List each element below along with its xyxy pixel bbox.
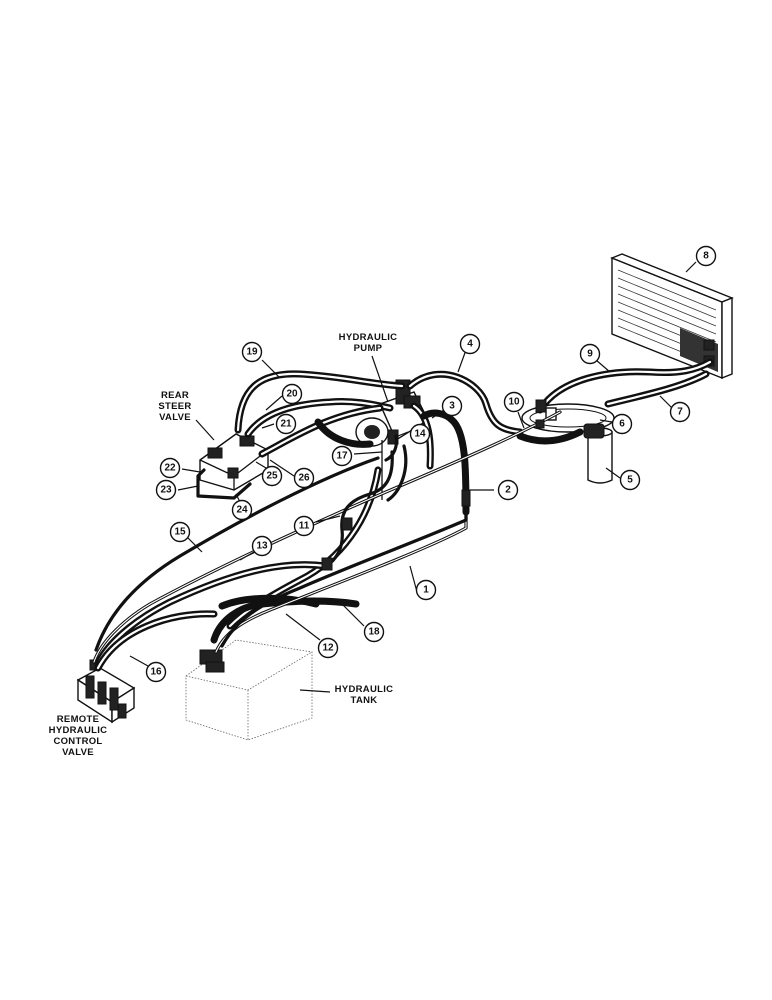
- svg-text:12: 12: [322, 643, 334, 654]
- callout-7: 7: [669, 401, 691, 423]
- svg-text:19: 19: [246, 347, 258, 358]
- svg-text:4: 4: [467, 339, 473, 350]
- svg-text:26: 26: [298, 473, 310, 484]
- callout-8: 8: [695, 245, 717, 267]
- callout-21: 21: [275, 413, 297, 435]
- callout-11: 11: [293, 515, 315, 537]
- tubes: [92, 410, 562, 664]
- label-rear-steer-valve: REAR STEER VALVE: [158, 390, 191, 423]
- svg-text:14: 14: [414, 429, 426, 440]
- svg-text:STEER: STEER: [158, 401, 191, 412]
- svg-text:16: 16: [150, 667, 162, 678]
- callout-14: 14: [409, 423, 431, 445]
- svg-text:8: 8: [703, 251, 709, 262]
- svg-text:3: 3: [449, 401, 455, 412]
- hydraulic-tank: [185, 639, 313, 741]
- svg-text:24: 24: [236, 505, 248, 516]
- oil-cooler: [610, 253, 734, 380]
- svg-text:VALVE: VALVE: [159, 412, 191, 423]
- callout-17: 17: [331, 445, 353, 467]
- svg-text:1: 1: [423, 585, 429, 596]
- callout-20: 20: [281, 383, 303, 405]
- label-remote-control-valve: REMOTE HYDRAULIC CONTROL VALVE: [49, 714, 108, 758]
- callout-12: 12: [317, 637, 339, 659]
- svg-text:22: 22: [164, 463, 176, 474]
- callout-3: 3: [441, 395, 463, 417]
- callout-23: 23: [155, 479, 177, 501]
- fittings: [321, 399, 547, 571]
- svg-text:HYDRAULIC: HYDRAULIC: [49, 725, 108, 736]
- callout-1: 1: [415, 579, 437, 601]
- svg-text:21: 21: [280, 419, 292, 430]
- remote-control-valve: [76, 659, 136, 724]
- callout-24: 24: [231, 499, 253, 521]
- svg-text:HYDRAULIC: HYDRAULIC: [335, 684, 394, 695]
- callout-25: 25: [261, 465, 283, 487]
- oil-filter: [521, 403, 615, 484]
- svg-text:9: 9: [587, 349, 593, 360]
- callout-13: 13: [251, 535, 273, 557]
- svg-text:TANK: TANK: [351, 695, 378, 706]
- svg-text:HYDRAULIC: HYDRAULIC: [339, 332, 398, 343]
- callout-26: 26: [293, 467, 315, 489]
- svg-text:15: 15: [174, 527, 186, 538]
- callout-10: 10: [503, 391, 525, 413]
- svg-text:REMOTE: REMOTE: [57, 714, 99, 725]
- callout-2: 2: [497, 479, 519, 501]
- callout-22: 22: [159, 457, 181, 479]
- svg-text:18: 18: [368, 627, 380, 638]
- svg-text:13: 13: [256, 541, 268, 552]
- svg-text:23: 23: [160, 485, 172, 496]
- svg-text:20: 20: [286, 389, 298, 400]
- callout-18: 18: [363, 621, 385, 643]
- svg-text:2: 2: [505, 485, 511, 496]
- callout-9: 9: [579, 343, 601, 365]
- callout-6: 6: [611, 413, 633, 435]
- callout-16: 16: [145, 661, 167, 683]
- svg-text:6: 6: [619, 419, 625, 430]
- label-hydraulic-tank: HYDRAULIC TANK: [335, 684, 394, 706]
- svg-text:5: 5: [627, 475, 633, 486]
- svg-text:25: 25: [266, 471, 278, 482]
- callout-19: 19: [241, 341, 263, 363]
- svg-text:REAR: REAR: [161, 390, 189, 401]
- callout-15: 15: [169, 521, 191, 543]
- callout-4: 4: [459, 333, 481, 355]
- rear-steer-valve: [196, 433, 269, 500]
- svg-text:10: 10: [508, 397, 520, 408]
- hoses: [94, 358, 714, 672]
- svg-text:CONTROL: CONTROL: [53, 736, 102, 747]
- svg-text:17: 17: [336, 451, 348, 462]
- svg-text:11: 11: [299, 521, 310, 532]
- svg-text:PUMP: PUMP: [354, 343, 383, 354]
- callout-5: 5: [619, 469, 641, 491]
- svg-text:VALVE: VALVE: [62, 747, 94, 758]
- label-hydraulic-pump: HYDRAULIC PUMP: [339, 332, 398, 354]
- svg-text:7: 7: [677, 407, 683, 418]
